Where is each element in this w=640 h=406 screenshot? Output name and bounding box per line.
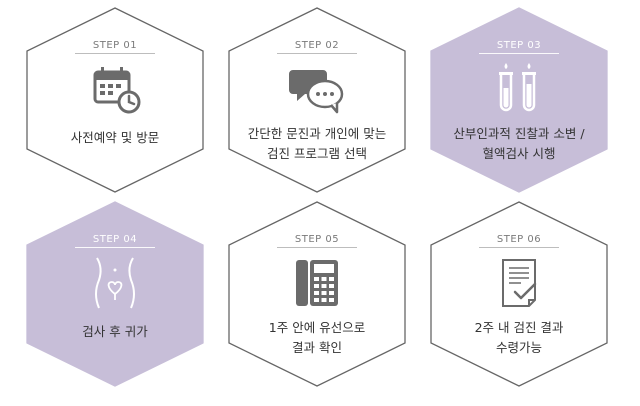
step-label: 간단한 문진과 개인에 맞는 검진 프로그램 선택 bbox=[247, 126, 387, 161]
step-divider bbox=[277, 247, 357, 248]
step-label: 산부인과적 진찰과 소변 / 혈액검사 시행 bbox=[453, 126, 585, 161]
step-divider bbox=[75, 53, 155, 54]
step-number: STEP 04 bbox=[92, 234, 138, 245]
step-divider bbox=[75, 247, 155, 248]
step-label: 검사 후 귀가 bbox=[82, 324, 148, 339]
step-card-6: STEP 06 2주 내 검진 결과 수령가능 bbox=[424, 194, 614, 394]
hexagon-filled bbox=[430, 7, 608, 193]
step-divider bbox=[479, 53, 559, 54]
test-tubes-icon bbox=[499, 63, 536, 112]
step-card-3: STEP 03 산부인과적 진찰과 소변 / 혈액검사 시행 bbox=[424, 0, 614, 200]
step-divider bbox=[479, 247, 559, 248]
step-number: STEP 03 bbox=[496, 40, 542, 51]
step-number: STEP 05 bbox=[294, 234, 340, 245]
step-card-5: STEP 05 1주 안에 유선으로 결과 확인 bbox=[222, 194, 412, 394]
chat-bubbles-icon bbox=[289, 70, 344, 114]
step-label: 2주 내 검진 결과 수령가능 bbox=[474, 320, 564, 355]
step-label: 1주 안에 유선으로 결과 확인 bbox=[268, 320, 366, 355]
phone-icon bbox=[296, 260, 338, 306]
step-label: 사전예약 및 방문 bbox=[70, 130, 160, 145]
hexagon-outline bbox=[26, 7, 204, 193]
step-divider bbox=[277, 53, 357, 54]
step-number: STEP 01 bbox=[92, 40, 138, 51]
calendar-clock-icon bbox=[93, 67, 141, 114]
step-card-4: STEP 04 검사 후 귀가 bbox=[20, 194, 210, 394]
document-check-icon bbox=[502, 259, 537, 307]
step-card-2: STEP 02 간단한 문진과 개인에 맞는 검진 프로그램 선택 bbox=[222, 0, 412, 200]
step-card-1: STEP 01 사전예약 및 방문 bbox=[20, 0, 210, 200]
step-number: STEP 02 bbox=[294, 40, 340, 51]
body-heart-icon bbox=[95, 257, 135, 309]
step-number: STEP 06 bbox=[496, 234, 542, 245]
